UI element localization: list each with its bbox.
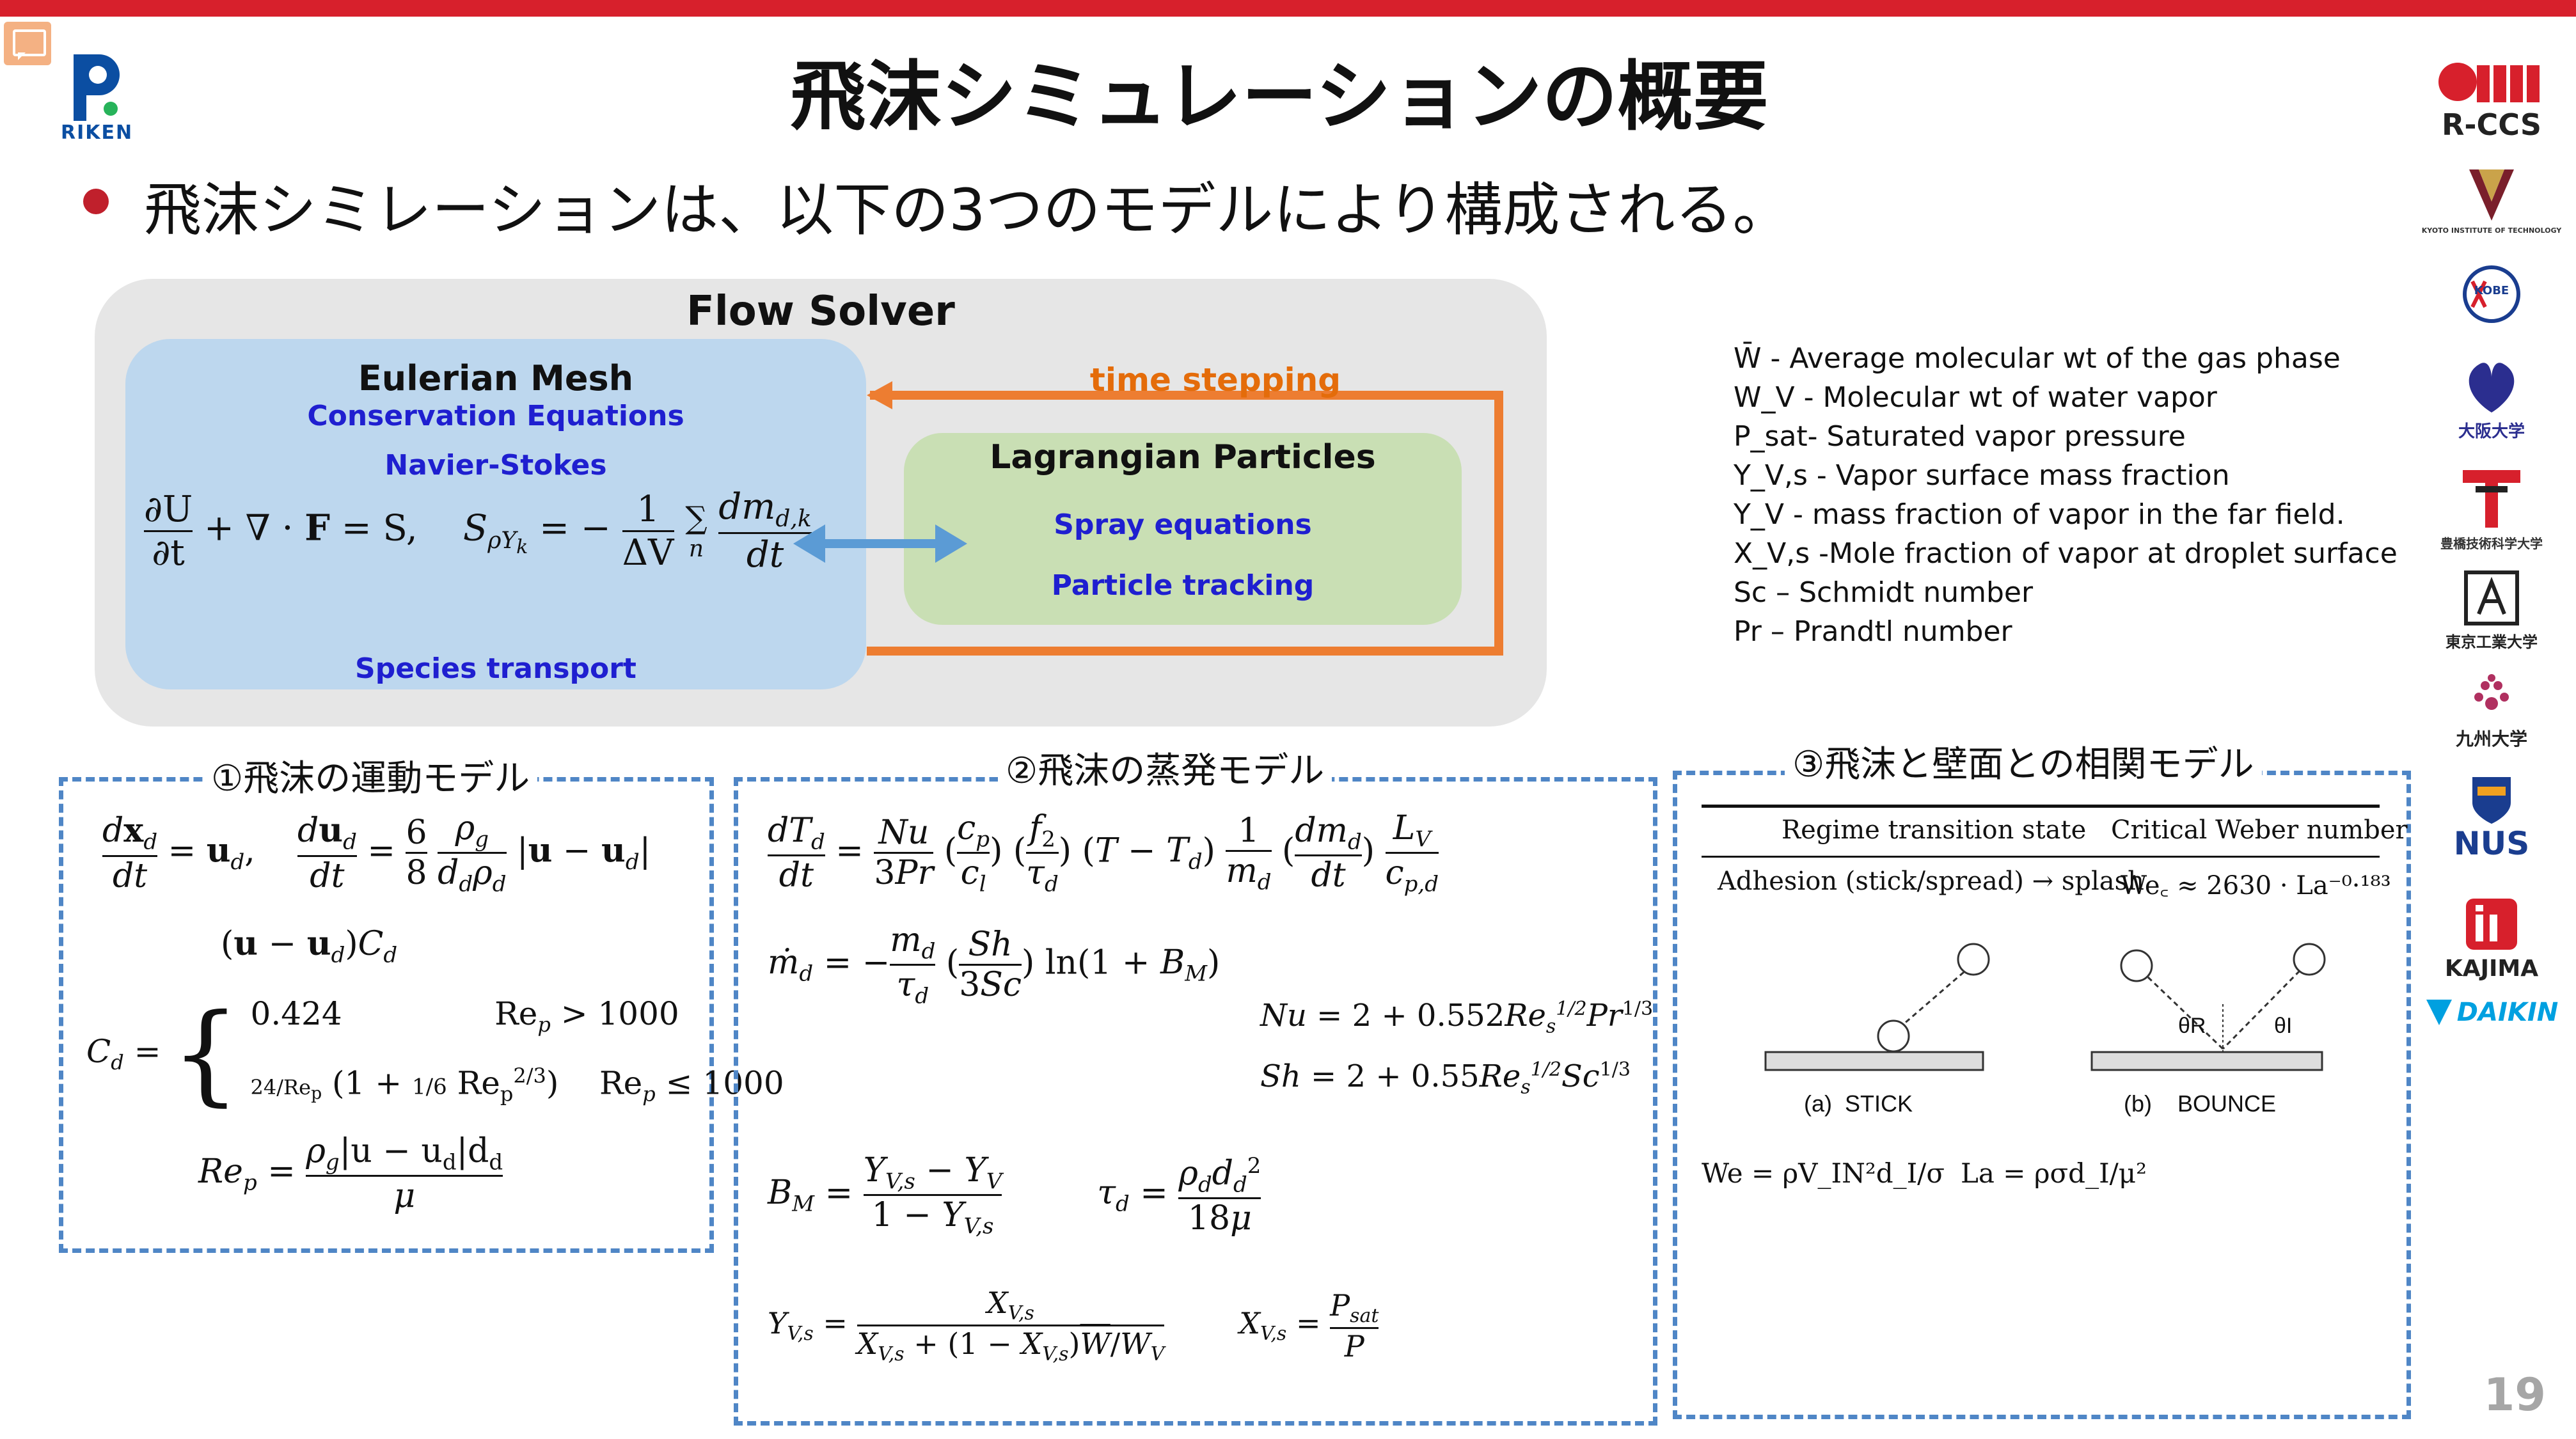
- drag-coefficient-equation: Cd = { 0.424 Rep > 1000 24/Rep (1 + 1/6 …: [86, 990, 784, 1117]
- riken-label: RIKEN: [61, 122, 134, 144]
- eulerian-mesh-title: Eulerian Mesh: [358, 358, 634, 398]
- toyohashi-logo: 豊橋技術科学大学: [2418, 467, 2565, 552]
- comment-icon[interactable]: [4, 22, 51, 65]
- table-cell-regime: Adhesion (stick/spread) → splash: [1718, 867, 2144, 896]
- definition-item: Pr – Prandtl number: [1734, 615, 2012, 648]
- navier-stokes-label: Navier-Stokes: [384, 449, 607, 482]
- table-rule-top: [1702, 805, 2380, 808]
- time-stepping-label: time stepping: [1089, 361, 1341, 398]
- nus-logo: NUS: [2418, 774, 2565, 862]
- theta-i-label: θI: [2274, 1014, 2293, 1038]
- laplace-number-formula: La = ρσd_I/μ²: [1961, 1158, 2147, 1189]
- table-header-regime: Regime transition state: [1782, 815, 2087, 845]
- stick-label: (a) STICK: [1804, 1090, 1913, 1117]
- evaporation-model-title: ②飛沫の蒸発モデル: [998, 742, 1332, 794]
- definition-item: Y_V,s - Vapor surface mass fraction: [1734, 459, 2230, 492]
- wall-model-title: ③飛沫と壁面との相関モデル: [1785, 735, 2262, 787]
- page-number: 19: [2483, 1369, 2546, 1421]
- page-title: 飛沫シミュレーションの概要: [790, 52, 1769, 141]
- bullet-text: 飛沫シミレーションは、以下の3つのモデルにより構成される。: [144, 177, 1790, 244]
- weber-number-formula: We = ρV_IN²d_I/σ: [1702, 1158, 1945, 1189]
- flow-solver-title: Flow Solver: [686, 288, 955, 335]
- motion-model-title: ①飛沫の運動モデル: [203, 750, 538, 801]
- kyoto-logo: KYOTO INSTITUTE OF TECHNOLOGY: [2418, 166, 2565, 235]
- tokyotech-logo: 東京工業大学: [2418, 569, 2565, 652]
- nusselt-equation: Nu = 2 + 0.552Res1/2Pr1/3: [1260, 998, 1654, 1038]
- lagrangian-particles-box: [904, 433, 1462, 625]
- wall-interaction-sketch: [1764, 943, 2326, 1071]
- definition-item: W_V - Molecular wt of water vapor: [1734, 381, 2217, 414]
- definition-item: P_sat- Saturated vapor pressure: [1734, 420, 2186, 453]
- bounce-label: (b) BOUNCE: [2124, 1090, 2277, 1117]
- particle-tracking-label: Particle tracking: [1051, 569, 1315, 602]
- definitions-list: W̄ - Average molecular wt of the gas pha…: [1734, 339, 2398, 651]
- spray-equations-label: Spray equations: [1054, 508, 1312, 541]
- kajima-logo: KAJIMA: [2418, 895, 2565, 982]
- riken-logo: [74, 54, 120, 121]
- rccs-logo: R-CCS: [2418, 58, 2565, 142]
- theta-r-label: θR: [2178, 1014, 2206, 1038]
- lagrangian-particles-title: Lagrangian Particles: [990, 438, 1376, 476]
- table-rule-middle: [1702, 856, 2380, 858]
- definition-item: W̄ - Average molecular wt of the gas pha…: [1734, 342, 2341, 375]
- bullet-marker: [83, 189, 109, 214]
- conservation-label: Conservation Equations: [307, 400, 684, 432]
- definition-item: Sc – Schmidt number: [1734, 576, 2034, 609]
- top-accent-bar: [0, 0, 2576, 17]
- daikin-logo: DAIKIN: [2418, 998, 2565, 1027]
- osaka-logo: 大阪大学: [2418, 358, 2565, 442]
- table-cell-weber: We꜀ ≈ 2630 · La⁻⁰·¹⁸³: [2121, 871, 2391, 900]
- definition-item: X_V,s -Mole fraction of vapor at droplet…: [1734, 537, 2398, 570]
- definition-item: Y_V - mass fraction of vapor in the far …: [1734, 498, 2345, 531]
- motion-equation-2: (u − ud)Cd: [221, 924, 398, 968]
- table-header-weber: Critical Weber number: [2111, 815, 2408, 845]
- species-transport-label: Species transport: [355, 652, 636, 685]
- eulerian-mesh-box: [125, 339, 866, 689]
- sherwood-equation: Sh = 2 + 0.55Res1/2Sc1/3: [1260, 1058, 1631, 1099]
- kobe-logo: KOBE: [2418, 262, 2565, 323]
- kyushu-logo: 九州大学: [2418, 672, 2565, 751]
